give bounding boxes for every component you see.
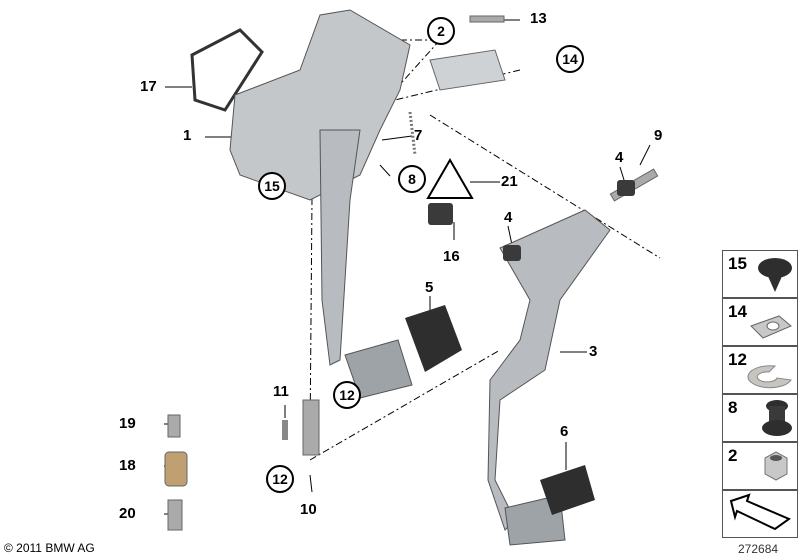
panel-item-2: 2 <box>722 442 798 490</box>
rubber-grommet-icon <box>762 400 792 436</box>
callout-12a: 12 <box>333 381 361 409</box>
circlip-icon <box>747 365 792 389</box>
panel-number: 2 <box>728 446 738 465</box>
callout-16: 16 <box>443 248 460 265</box>
callout-12b: 12 <box>266 465 294 493</box>
copyright: © 2011 BMW AG <box>4 541 95 555</box>
hex-flange-nut-icon <box>764 451 788 481</box>
panel-number: 14 <box>728 302 747 321</box>
panel-item-8: 8 <box>722 394 798 442</box>
callout-2: 2 <box>427 17 455 45</box>
panel-item-15: 15 <box>722 250 798 298</box>
brake-pedal-part <box>487 209 611 531</box>
callout-13: 13 <box>530 10 547 27</box>
callout-15: 15 <box>258 172 286 200</box>
callout-20: 20 <box>119 505 136 522</box>
panel-item-14: 14 <box>722 298 798 346</box>
pedal-bracket-part <box>229 9 411 201</box>
callout-14: 14 <box>556 45 584 73</box>
clutch-pedal-part <box>319 129 361 366</box>
panel-item-arrow <box>722 490 798 538</box>
diagram-id: 272684 <box>738 542 779 556</box>
callout-4a: 4 <box>615 149 624 166</box>
arrow-icon <box>729 493 792 531</box>
clip-nut-icon <box>750 315 792 339</box>
callout-6: 6 <box>560 423 569 440</box>
pedal-pad-part <box>405 305 462 372</box>
callout-17: 17 <box>140 78 157 95</box>
panel-number: 15 <box>728 254 747 273</box>
callout-19: 19 <box>119 415 136 432</box>
callout-21: 21 <box>501 173 518 190</box>
callout-18: 18 <box>119 457 136 474</box>
gasket-part <box>190 28 264 112</box>
callout-1: 1 <box>183 127 192 144</box>
callout-5: 5 <box>425 279 434 296</box>
callout-10: 10 <box>300 501 317 518</box>
callout-7: 7 <box>414 127 423 144</box>
callout-4b: 4 <box>504 209 513 226</box>
callout-11: 11 <box>273 383 289 400</box>
panel-item-12: 12 <box>722 346 798 394</box>
warning-triangle-icon <box>426 158 474 199</box>
callout-9: 9 <box>654 127 663 144</box>
callout-3: 3 <box>589 343 598 360</box>
push-rivet-icon <box>758 258 792 292</box>
panel-number: 12 <box>728 350 747 369</box>
panel-number: 8 <box>728 398 738 417</box>
callout-8: 8 <box>398 165 426 193</box>
